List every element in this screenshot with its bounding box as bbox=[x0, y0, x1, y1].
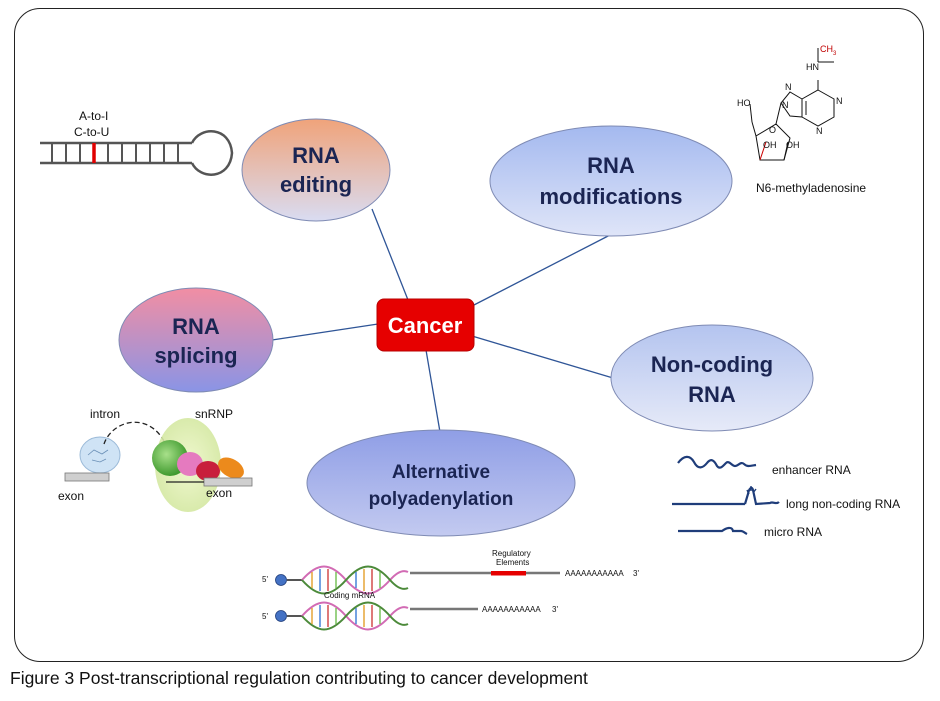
center-cancer: Cancer bbox=[376, 298, 475, 352]
splicing-exon-left-label: exon bbox=[58, 489, 84, 503]
cap-top bbox=[275, 574, 287, 586]
regulatory-label-1: Regulatory bbox=[492, 549, 531, 558]
node-polya-line2: polyadenylation bbox=[369, 489, 514, 510]
intron-lariat-blob bbox=[79, 436, 121, 474]
helix-bottom-strand-a bbox=[301, 601, 409, 631]
m6a-hn: HN bbox=[806, 62, 819, 72]
m6a-ch3: CH bbox=[820, 44, 833, 54]
editing-c-to-u: C-to-U bbox=[74, 125, 109, 139]
microrna-line bbox=[678, 526, 748, 535]
connector-editing bbox=[371, 208, 411, 306]
m6a-ring-o: O bbox=[769, 125, 776, 135]
noncoding-illustration bbox=[672, 455, 780, 535]
enhancer-rna-wave bbox=[677, 455, 757, 469]
splicing-intron-label: intron bbox=[90, 407, 120, 421]
m6a-n1: N bbox=[836, 96, 843, 106]
node-noncoding-line2: RNA bbox=[688, 382, 736, 407]
helix-top-strand-b bbox=[301, 565, 409, 595]
splicing-exon-right-label: exon bbox=[206, 486, 232, 500]
m6a-n7: N bbox=[785, 82, 792, 92]
noncoding-labels: enhancer RNA long non-coding RNA micro R… bbox=[764, 463, 900, 539]
node-rna-splicing: RNA splicing bbox=[118, 287, 274, 393]
node-alternative-polyadenylation: Alternative polyadenylation bbox=[306, 429, 576, 537]
node-noncoding-line1: Non-coding bbox=[651, 352, 773, 377]
node-rna-modifications: RNA modifications bbox=[489, 125, 733, 237]
node-polya-line1: Alternative bbox=[392, 462, 490, 483]
node-rna-modifications-line2: modifications bbox=[539, 184, 682, 209]
exon-right-box bbox=[203, 477, 253, 487]
polya-tail-top: AAAAAAAAAAA bbox=[565, 569, 624, 578]
enhancer-rna-label: enhancer RNA bbox=[772, 463, 851, 477]
editing-hairpin-illustration: A-to-I C-to-U bbox=[40, 109, 234, 176]
node-rna-editing: RNA editing bbox=[241, 118, 391, 222]
splicing-snrnp-label: snRNP bbox=[195, 407, 233, 421]
helix-top-strand-a bbox=[301, 565, 409, 595]
node-rna-splicing-line1: RNA bbox=[172, 314, 220, 339]
snrnp-red-subunit bbox=[196, 461, 220, 481]
polya-5prime-top: 5' bbox=[262, 575, 268, 584]
cap-bottom bbox=[275, 610, 287, 622]
polya-5prime-bottom: 5' bbox=[262, 612, 268, 621]
regulatory-label-2: Elements bbox=[496, 558, 529, 567]
connector-noncoding bbox=[471, 335, 614, 379]
node-rna-modifications-line1: RNA bbox=[587, 153, 635, 178]
polya-tail-bottom: AAAAAAAAAAA bbox=[482, 605, 541, 614]
m6a-n9: N bbox=[782, 100, 789, 110]
connector-polyadenylation bbox=[425, 349, 441, 433]
exon-left-box bbox=[64, 472, 110, 482]
connector-modifications bbox=[471, 233, 613, 307]
m6a-ch3-sub: 3 bbox=[833, 51, 837, 57]
figure-frame bbox=[14, 8, 924, 662]
m6a-ho: HO bbox=[737, 98, 751, 108]
m6a-oh-right: OH bbox=[786, 140, 800, 150]
editing-a-to-i: A-to-I bbox=[79, 109, 108, 123]
polya-3prime-bottom: 3' bbox=[552, 605, 558, 614]
figure-caption: Figure 3 Post-transcriptional regulation… bbox=[10, 668, 588, 688]
coding-mrna-label: Coding mRNA bbox=[324, 591, 376, 600]
polya-illustration: 5' Regulatory Elements AAAAAAAAAAA 3' Co… bbox=[262, 549, 639, 631]
splicing-illustration: intron snRNP exon exon bbox=[58, 407, 253, 512]
snrnp-orange-subunit bbox=[218, 457, 244, 479]
lncrna-line bbox=[672, 486, 780, 506]
m6a-n3: N bbox=[816, 126, 823, 136]
polya-3prime-top: 3' bbox=[633, 569, 639, 578]
node-noncoding-rna: Non-coding RNA bbox=[610, 324, 814, 432]
connector-splicing bbox=[271, 323, 379, 341]
hairpin-loop bbox=[190, 130, 234, 176]
m6a-labels: CH 3 HN N N N N O HO OH OH N6-methyladen… bbox=[737, 44, 866, 195]
connector-lines bbox=[271, 208, 614, 433]
center-label: Cancer bbox=[388, 313, 463, 338]
node-rna-splicing-line2: splicing bbox=[154, 343, 237, 368]
helix-bottom-strand-b bbox=[301, 601, 409, 631]
lncrna-label: long non-coding RNA bbox=[786, 497, 900, 511]
node-rna-editing-line1: RNA bbox=[292, 143, 340, 168]
m6a-structure-illustration bbox=[749, 48, 835, 161]
m6a-oh-left: OH bbox=[763, 140, 777, 150]
microrna-label: micro RNA bbox=[764, 525, 822, 539]
m6a-name: N6-methyladenosine bbox=[756, 181, 866, 195]
node-rna-editing-line2: editing bbox=[280, 172, 352, 197]
regulatory-element-bar bbox=[491, 571, 526, 576]
